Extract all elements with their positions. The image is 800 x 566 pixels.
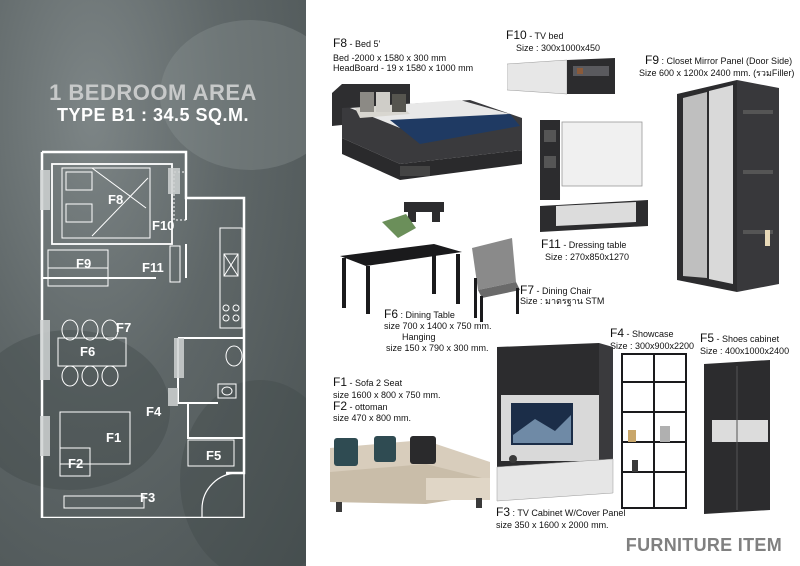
- shoes-cabinet-image: [704, 360, 770, 514]
- f6-hanging-size: size 150 x 790 x 300 mm.: [386, 343, 489, 353]
- f2-size: size 470 x 800 mm.: [333, 413, 412, 423]
- f1-label: F1 - Sofa 2 Seat: [333, 375, 403, 389]
- dressing-table-image: [540, 120, 648, 232]
- concrete-texture: [0, 330, 170, 490]
- f7-label: F7 - Dining Chair: [520, 283, 592, 297]
- f11-name: - Dressing table: [563, 240, 627, 250]
- footer-title: FURNITURE ITEM: [625, 535, 782, 555]
- f10-label: F10 - TV bed: [506, 28, 564, 42]
- f6-name: : Dining Table: [400, 310, 455, 320]
- type-title: TYPE B1 : 34.5 SQ.M.: [56, 105, 250, 125]
- f10-code: F10: [506, 28, 527, 42]
- plan-label-f4: F4: [146, 404, 162, 419]
- plan-label-f11: F11: [142, 260, 164, 275]
- f11-code: F11: [541, 237, 561, 251]
- closet-image: [677, 80, 779, 292]
- f5-name: - Shoes cabinet: [716, 334, 780, 344]
- tv-cabinet-image: [496, 343, 614, 502]
- area-title: 1 BEDROOM AREA: [49, 80, 257, 105]
- sofa-image: [330, 436, 490, 512]
- f3-label: F3 : TV Cabinet W/Cover Panel: [496, 505, 626, 519]
- plan-label-f8: F8: [108, 192, 124, 207]
- f5-code: F5: [700, 331, 715, 345]
- f9-size: Size 600 x 1200x 2400 mm. (รวมFiller): [639, 68, 795, 78]
- f2-name: - ottoman: [349, 402, 388, 412]
- plan-label-f10: F10: [152, 218, 175, 233]
- f1-size: size 1600 x 800 x 750 mm.: [333, 390, 441, 400]
- f9-code: F9: [645, 53, 660, 67]
- f2-label: F2 - ottoman: [333, 399, 388, 413]
- plan-label-f7: F7: [116, 320, 132, 335]
- f2-code: F2: [333, 399, 348, 413]
- f5-label: F5 - Shoes cabinet: [700, 331, 780, 345]
- floor-plan-drawing: [40, 150, 246, 520]
- f10-name: - TV bed: [529, 31, 564, 41]
- f8-size-bed: Bed -2000 x 1580 x 300 mm: [333, 53, 447, 63]
- f4-label: F4 - Showcase: [610, 326, 674, 340]
- f3-size: size 350 x 1600 x 2000 mm.: [496, 520, 609, 530]
- f4-size: Size : 300x900x2200: [610, 341, 695, 351]
- floor-plan: F8 F10 F9 F11 F7 F6 F1 F2 F4 F5 F3: [38, 148, 250, 520]
- plan-label-f2: F2: [68, 456, 84, 471]
- f11-size: Size : 270x850x1270: [545, 252, 630, 262]
- plan-label-f9: F9: [76, 256, 92, 271]
- f9-name: : Closet Mirror Panel (Door Side): [661, 56, 793, 66]
- f6-code: F6: [384, 307, 399, 321]
- f8-size-headboard: HeadBoard - 19 x 1580 x 1000 mm: [333, 63, 474, 73]
- f1-name: - Sofa 2 Seat: [349, 378, 403, 388]
- f4-name: - Showcase: [626, 329, 674, 339]
- bed-image: [332, 84, 522, 180]
- f8-code: F8: [333, 36, 348, 50]
- plan-label-f3: F3: [140, 490, 156, 505]
- f8-name: - Bed 5': [349, 39, 381, 49]
- f11-label: F11 - Dressing table: [541, 237, 627, 251]
- tv-bed-image: [507, 58, 615, 95]
- f8-label: F8 - Bed 5': [333, 36, 381, 50]
- f1-code: F1: [333, 375, 348, 389]
- concrete-texture: [160, 20, 306, 170]
- f7-code: F7: [520, 283, 535, 297]
- showcase-image: [621, 353, 687, 509]
- f7-name: - Dining Chair: [536, 286, 592, 296]
- f10-size: Size : 300x1000x450: [516, 43, 601, 53]
- plan-label-f6: F6: [80, 344, 96, 359]
- dining-chair-image: [472, 238, 520, 322]
- f3-name: : TV Cabinet W/Cover Panel: [512, 508, 626, 518]
- f9-label: F9 : Closet Mirror Panel (Door Side): [645, 53, 793, 67]
- f6-label: F6 : Dining Table: [384, 307, 455, 321]
- floor-plan-panel: 1 BEDROOM AREA TYPE B1 : 34.5 SQ.M.: [0, 0, 306, 566]
- plan-label-f5: F5: [206, 448, 222, 463]
- dining-table-image: [340, 202, 462, 314]
- f5-size: Size : 400x1000x2400: [700, 346, 790, 356]
- f7-size: Size : มาตรฐาน STM: [520, 296, 605, 306]
- f3-code: F3: [496, 505, 511, 519]
- f4-code: F4: [610, 326, 625, 340]
- plan-label-f1: F1: [106, 430, 122, 445]
- f6-hanging: Hanging: [402, 332, 436, 342]
- f6-size: size 700 x 1400 x 750 mm.: [384, 321, 492, 331]
